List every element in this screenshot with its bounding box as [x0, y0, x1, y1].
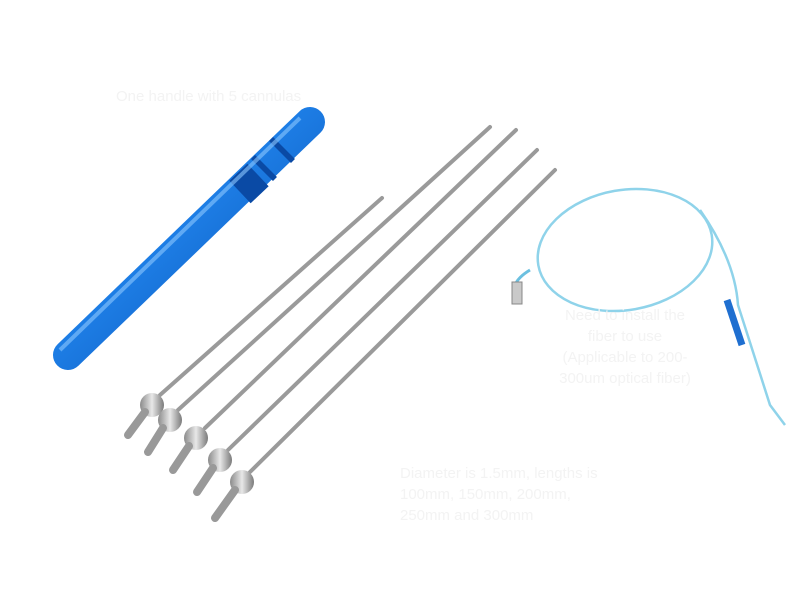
handle — [53, 107, 325, 370]
cannula-150mm — [144, 125, 492, 456]
fiber-caption: Need to install the fiber to use (Applic… — [545, 305, 705, 389]
fiber-caption-line: (Applicable to 200- — [562, 349, 688, 366]
cannula-caption-line: 250mm and 300mm — [400, 507, 534, 524]
cannulas — [124, 125, 557, 522]
cannula-300mm — [211, 168, 557, 522]
cannula-200mm — [169, 128, 518, 474]
fiber-caption-line: 300um optical fiber) — [559, 370, 691, 387]
cannula-caption: Diameter is 1.5mm, lengths is 100mm, 150… — [400, 463, 650, 526]
optical-fiber — [511, 187, 786, 426]
cannula-caption-line: 100mm, 150mm, 200mm, — [400, 486, 571, 503]
cannula-caption-line: Diameter is 1.5mm, lengths is — [400, 465, 598, 482]
cannula-250mm — [193, 148, 539, 496]
fiber-caption-line: Need to install the — [564, 307, 686, 324]
fiber-caption-line: fiber to use — [587, 328, 663, 345]
handle-caption: One handle with 5 cannulas — [116, 88, 302, 105]
cannula-100mm — [124, 196, 384, 439]
